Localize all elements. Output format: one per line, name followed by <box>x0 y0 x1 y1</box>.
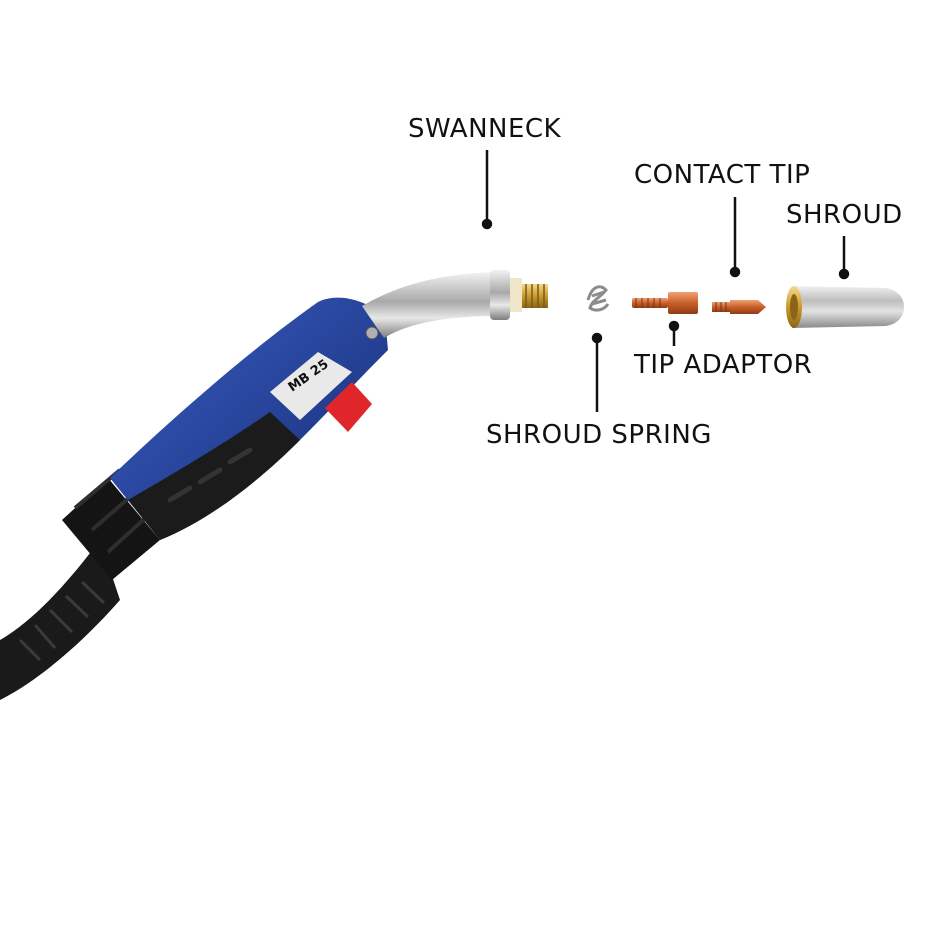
handle <box>110 297 388 540</box>
cable-hose <box>0 540 120 700</box>
label-tip-adaptor: TIP ADAPTOR <box>634 350 813 380</box>
swanneck <box>362 270 548 338</box>
shroud <box>786 286 904 328</box>
contact-tip <box>712 300 766 314</box>
shroud-spring <box>586 285 610 312</box>
label-shroud-spring: SHROUD SPRING <box>486 420 712 450</box>
tip-adaptor <box>632 292 698 314</box>
label-swanneck: SWANNECK <box>408 114 562 144</box>
leader-lines <box>481 150 850 412</box>
label-contact-tip: CONTACT TIP <box>634 160 811 190</box>
label-shroud: SHROUD <box>786 200 903 230</box>
trigger <box>325 382 372 432</box>
